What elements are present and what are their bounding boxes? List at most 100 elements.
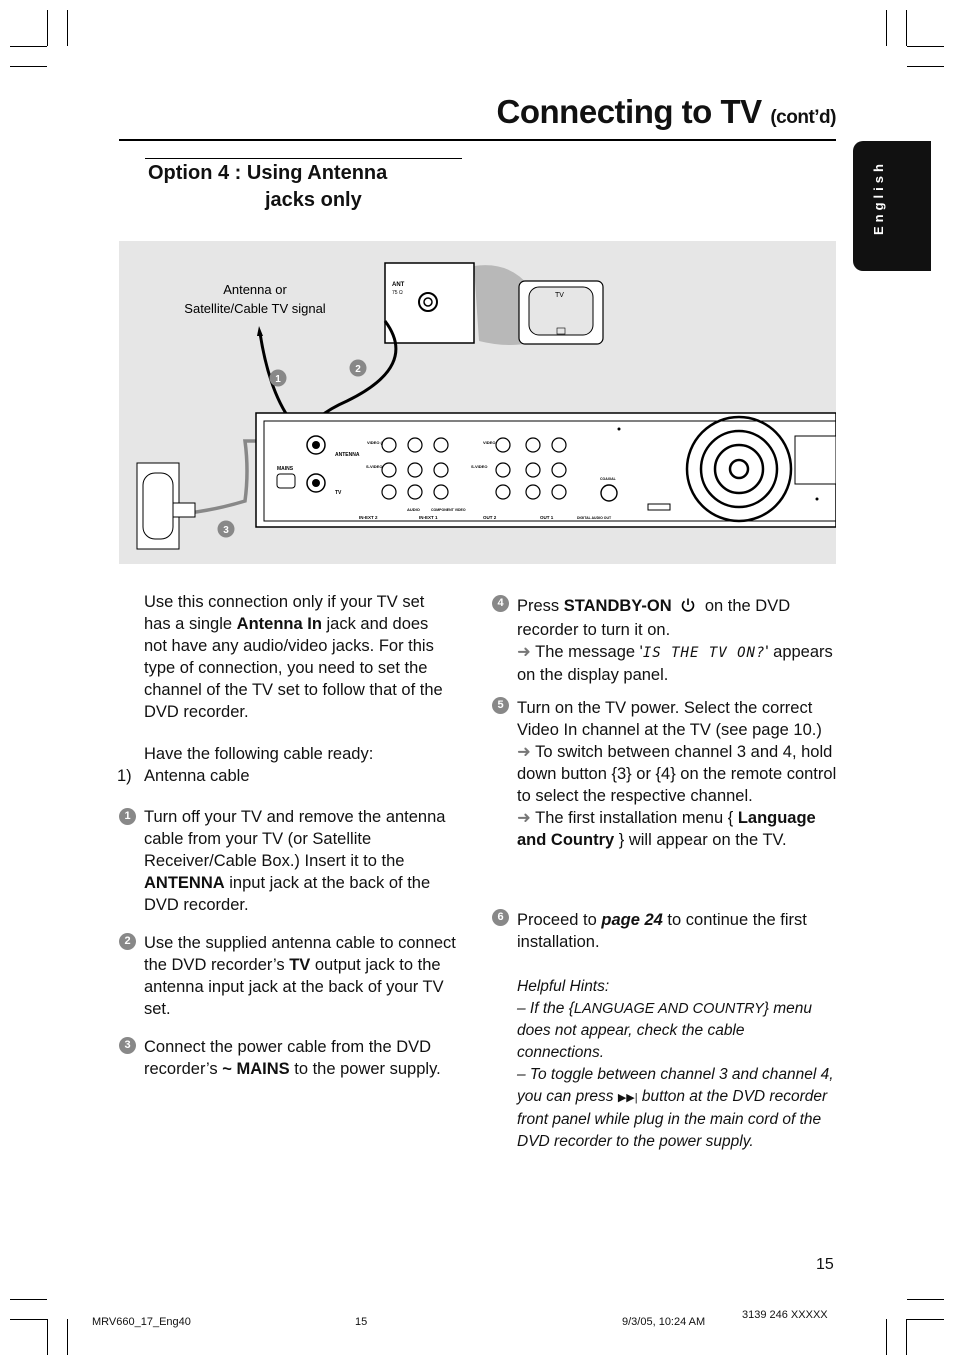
callout-3 — [217, 520, 235, 538]
skip-next-icon: ▶▶| — [617, 1092, 638, 1104]
power-plug-icon — [172, 502, 196, 518]
step-6-pre: Proceed to — [517, 911, 602, 929]
crop-mark — [886, 10, 887, 46]
panel-label-svideo-out: S-VIDEO — [471, 464, 487, 469]
step-5-text: Turn on the TV power. Select the correct… — [517, 697, 839, 851]
hint-1-pre: – If the { — [517, 1000, 574, 1017]
panel-label-coaxial: COAXIAL — [600, 477, 617, 481]
crop-mark — [10, 1319, 47, 1320]
cable-ready-text: Have the following cable ready: — [144, 745, 374, 763]
section-title: Option 4 : Using Antenna jacks only — [148, 160, 387, 214]
step-3-badge: 3 — [119, 1037, 136, 1054]
arrow-icon: ➜ — [517, 809, 531, 827]
arrow-icon: ➜ — [517, 643, 531, 661]
callout-3-label: 3 — [223, 525, 229, 536]
intro-bold: Antenna In — [236, 615, 322, 633]
step-5-arrow2-bold: Language and Country — [517, 809, 816, 849]
panel-screw-icon — [815, 497, 819, 501]
ant-inset-box — [384, 262, 475, 344]
cable-item-number: 1) — [117, 767, 132, 785]
crop-mark — [47, 1319, 48, 1355]
page-number: 15 — [816, 1256, 834, 1273]
ant-jack-inner-icon — [423, 297, 433, 307]
step-2-pre: Use the supplied antenna cable to connec… — [144, 934, 456, 974]
power-cable — [188, 439, 295, 515]
step-4-bold: STANDBY-ON — [563, 597, 672, 615]
tv-label: TV — [555, 292, 564, 299]
intro-text-2: jack and does not have any audio/video j… — [144, 615, 443, 721]
step-2-text: Use the supplied antenna cable to connec… — [144, 932, 459, 1020]
section-title-line2: jacks only — [265, 189, 362, 211]
step-1-bold: ANTENNA — [144, 874, 225, 892]
crop-mark — [10, 66, 47, 67]
intro-text-1: Use this connection only if your TV set … — [144, 593, 425, 633]
step-5-badge: 5 — [492, 697, 509, 714]
panel-label-tv: TV — [335, 490, 342, 496]
hint-2-post: button at the DVD recorder front panel w… — [517, 1088, 828, 1150]
step-2-bold: TV — [289, 956, 311, 974]
step-4-msg-post: ' appears on the display panel. — [517, 643, 833, 684]
crop-mark — [47, 10, 48, 46]
step-5-main: Turn on the TV power. Select the correct… — [517, 699, 822, 739]
footer-date: 9/3/05, 10:24 AM — [622, 1316, 706, 1328]
panel-label-component-in: COMPONENT VIDEO — [431, 508, 466, 512]
callout-2 — [349, 359, 367, 377]
step-4-msg-pre: The message ' — [535, 643, 643, 661]
step-3-pre: Connect the power cable from the DVD rec… — [144, 1038, 432, 1078]
panel-label-out1: OUT 1 — [540, 515, 554, 520]
crop-mark — [10, 1299, 47, 1300]
panel-slot-icon — [647, 503, 671, 511]
step-5-arrow1: To switch between channel 3 and 4, hold … — [517, 743, 837, 805]
power-icon — [680, 597, 696, 619]
footer-code: 3139 246 XXXXX — [742, 1309, 828, 1321]
page-title: Connecting to TV (cont’d) — [496, 93, 837, 131]
hint-1-post: } menu does not appear, check the cable … — [517, 1000, 813, 1061]
language-tab: English — [853, 141, 931, 271]
hints-title: Helpful Hints: — [517, 978, 610, 995]
step-6-bold: page 24 — [601, 911, 663, 929]
step-1-badge: 1 — [119, 808, 136, 825]
tv-out-jack-core-icon — [312, 479, 320, 487]
out-jacks — [495, 437, 618, 502]
ant-label: ANT — [392, 282, 405, 288]
crop-mark — [907, 66, 944, 67]
hint-2-pre: – To toggle between channel 3 and channe… — [517, 1066, 834, 1105]
arrow-icon: ➜ — [517, 743, 531, 761]
step-4-badge: 4 — [492, 595, 509, 612]
step-5-arrow2-pre: The first installation menu { — [535, 809, 738, 827]
step-3-text: Connect the power cable from the DVD rec… — [144, 1036, 459, 1080]
socket-face-icon — [142, 472, 174, 540]
callout-1 — [269, 369, 287, 387]
connection-diagram-svg: ANT 75 Ω TV Antenna or Satellite/Cable T… — [136, 262, 837, 550]
language-tab-label: English — [871, 160, 886, 235]
crop-mark — [10, 46, 47, 47]
section-rule — [145, 158, 462, 159]
panel-label-in-ext1: IN-EXT 1 — [419, 515, 438, 520]
lcd-message: IS THE TV ON? — [642, 645, 766, 661]
cable-item: Antenna cable — [144, 767, 250, 785]
antenna-in-jack-core-icon — [312, 441, 320, 449]
tv-screen-icon — [528, 286, 594, 336]
signal-label-line2: Satellite/Cable TV signal — [184, 301, 326, 316]
fan-grille-icon — [685, 415, 793, 523]
ant-sub-label: 75 Ω — [392, 290, 403, 296]
section-title-line1: Option 4 : Using Antenna — [148, 162, 388, 184]
tv-port-icon — [556, 327, 566, 335]
page-title-text: Connecting to TV — [496, 93, 763, 130]
crop-mark — [907, 46, 944, 47]
signal-label-line1: Antenna or — [223, 282, 287, 297]
callout-2-label: 2 — [355, 364, 361, 375]
crop-mark — [906, 1319, 907, 1355]
footer-page: 15 — [355, 1316, 368, 1328]
step-3-post: to the power supply. — [289, 1060, 441, 1078]
crop-mark — [907, 1319, 944, 1320]
helpful-hints: Helpful Hints: – If the {LANGUAGE AND CO… — [517, 976, 835, 1153]
step-6-text: Proceed to page 24 to continue the first… — [517, 909, 837, 953]
panel-vent-icon — [794, 435, 837, 485]
step-1-post: input jack at the back of the DVD record… — [144, 874, 431, 914]
panel-label-out2: OUT 2 — [483, 515, 497, 520]
hint-1-caps: LANGUAGE AND COUNTRY — [573, 1001, 764, 1017]
step-5-arrow2-post: } will appear on the TV. — [614, 831, 787, 849]
step-1-pre: Turn off your TV and remove the antenna … — [144, 808, 446, 870]
crop-mark — [67, 1319, 68, 1355]
